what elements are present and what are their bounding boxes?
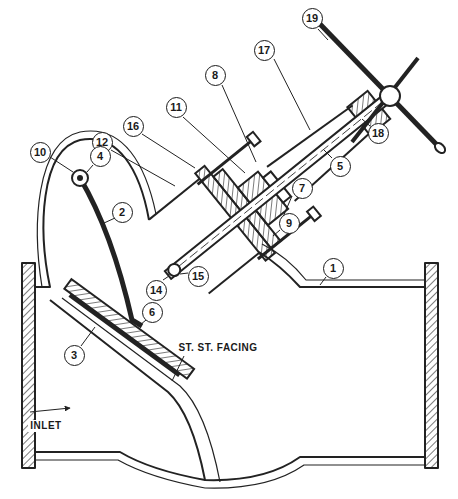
nut: [307, 207, 321, 221]
callout-number: 14: [146, 280, 167, 301]
callout-number: 4: [90, 146, 111, 167]
hinge-pin: [77, 175, 83, 181]
body-wall: [35, 460, 425, 488]
callout-number: 9: [279, 213, 300, 234]
inlet-flange: [22, 263, 35, 468]
callout-number: 10: [30, 142, 51, 163]
neck-wall: [149, 179, 200, 220]
callout-number: 11: [166, 97, 187, 118]
hinge-pin: [72, 170, 88, 186]
bonnet-assembly: [129, 43, 427, 314]
body-wall: [35, 139, 149, 287]
callout-number: 3: [64, 345, 85, 366]
callout-number: 16: [123, 116, 144, 137]
callout-number: 2: [112, 202, 133, 223]
outlet-flange: [425, 263, 438, 468]
part-label: INLET: [28, 420, 63, 432]
valve-body: [22, 131, 438, 488]
callout-number: 6: [142, 302, 163, 323]
callout-number: 15: [188, 266, 209, 287]
callout-number: 1: [323, 258, 344, 279]
body-wall: [35, 452, 425, 480]
callout-number: 17: [254, 40, 275, 61]
neck-wall: [209, 253, 260, 294]
callout-number: 19: [302, 8, 323, 29]
callout-number: 8: [205, 65, 226, 86]
stem-axis: [168, 92, 395, 275]
hinge-arm: [80, 178, 142, 326]
callout-number: 18: [368, 123, 389, 144]
nut: [247, 132, 261, 146]
leader-lines: [30, 29, 370, 412]
handwheel: [309, 12, 447, 155]
stem: [165, 88, 399, 279]
part-label: ST. ST. FACING: [176, 342, 259, 354]
callout-number: 5: [330, 156, 351, 177]
body-wall: [262, 244, 425, 280]
bolt: [198, 140, 252, 184]
callout-number: 7: [292, 178, 313, 199]
